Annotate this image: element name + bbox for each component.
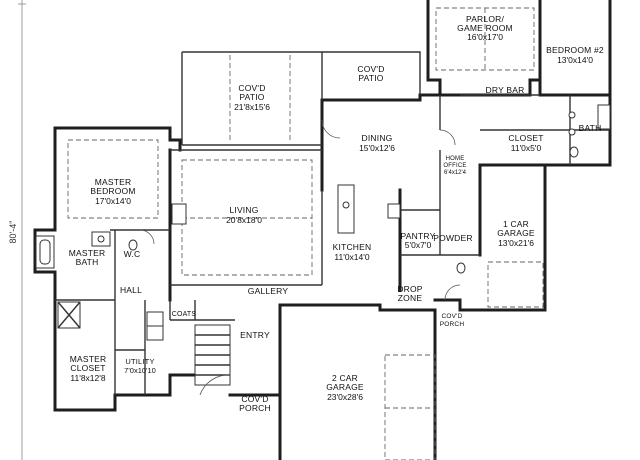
living-dim: 20'8x18'0 (226, 215, 262, 225)
bedroom2-dim: 13'0x14'0 (557, 55, 593, 65)
home-office-dim: 6'4x12'4 (444, 170, 467, 176)
garage2-dim: 23'0x28'6 (327, 392, 363, 402)
garage1-dim: 13'0x21'6 (498, 238, 534, 248)
master-closet-label-2: CLOSET (70, 363, 105, 373)
gallery-label: GALLERY (248, 286, 289, 296)
kitchen-island-icon (337, 184, 355, 234)
bath-sink-icon (568, 111, 576, 119)
pantry-dim: 5'0x7'0 (405, 240, 432, 250)
closet-dim: 11'0x5'0 (511, 143, 542, 153)
room-labels: PARLOR/ GAME ROOM 16'0x17'0 BEDROOM #2 1… (69, 14, 604, 413)
hall-label: HALL (120, 285, 142, 295)
dining-dim: 15'0x12'6 (359, 143, 395, 153)
covd-porch-front-label: COV'D (241, 394, 268, 404)
parlor-label-2: GAME ROOM (457, 23, 513, 33)
utility-label: UTILITY (125, 357, 154, 366)
bedroom2-tub-icon (597, 104, 611, 130)
master-closet-dim: 11'8x12'8 (70, 373, 106, 383)
fireplace-icon (171, 203, 187, 225)
covd-porch-front-label-2: PORCH (239, 403, 271, 413)
covd-patio-large-label-2: PATIO (239, 92, 264, 102)
coats-label: COATS (172, 311, 197, 318)
garage1-label: 1 CAR (503, 219, 529, 229)
kitchen-label: KITCHEN (333, 242, 372, 252)
covd-patio-large-dim: 21'8x15'6 (234, 102, 270, 112)
garage2-label: 2 CAR (332, 373, 358, 383)
utility-dim: 7'0x10'10 (124, 366, 156, 375)
covd-patio-small-label-2: PATIO (358, 73, 383, 83)
home-office-label: HOME (446, 156, 465, 162)
toilet-icon (128, 239, 138, 251)
closet-label: CLOSET (508, 133, 543, 143)
drop-zone-label: DROP (397, 284, 422, 294)
covd-porch-right-label-2: PORCH (440, 321, 465, 328)
parlor-dim: 16'0x17'0 (467, 32, 503, 42)
interior-walls (55, 94, 610, 395)
fixtures (35, 104, 611, 386)
parlor-label: PARLOR/ (466, 14, 505, 24)
garage2-label-2: GARAGE (326, 382, 364, 392)
exterior-walls (33, 0, 612, 460)
home-office-label-2: OFFICE (443, 163, 466, 169)
covd-patio-small-label: COV'D (357, 64, 384, 74)
pantry-label: PANTRY (401, 231, 436, 241)
master-bedroom-dim: 17'0x14'0 (95, 196, 131, 206)
covd-patio-large-label: COV'D (238, 83, 265, 93)
kitchen-dim: 11'0x14'0 (334, 252, 370, 262)
dryer-icon (146, 325, 164, 341)
powder-toilet-icon (456, 262, 466, 274)
overall-dimension-label: 80'-4" (8, 221, 18, 244)
door-swings (139, 119, 461, 396)
master-bedroom-label: MASTER (95, 177, 132, 187)
bath-toilet-icon (569, 146, 579, 158)
bath-label: BATH (579, 123, 602, 133)
wc-label: W.C (124, 249, 141, 259)
overall-dimension-line: 80'-4" (8, 0, 26, 460)
washer-icon (146, 311, 164, 327)
powder-label: POWDER (433, 233, 472, 243)
dining-label: DINING (362, 133, 393, 143)
living-label: LIVING (229, 205, 258, 215)
master-bath-label-2: BATH (76, 257, 99, 267)
master-bath-label: MASTER (69, 248, 106, 258)
bedroom2-label: BEDROOM #2 (546, 45, 604, 55)
master-bedroom-label-2: BEDROOM (90, 186, 135, 196)
entry-label: ENTRY (240, 330, 270, 340)
dry-bar-label: DRY BAR (486, 85, 525, 95)
master-closet-label: MASTER (70, 354, 107, 364)
drop-zone-label-2: ZONE (398, 293, 423, 303)
covd-porch-right-label: COV'D (441, 313, 462, 320)
range-icon (387, 203, 401, 219)
garage1-label-2: GARAGE (497, 228, 535, 238)
